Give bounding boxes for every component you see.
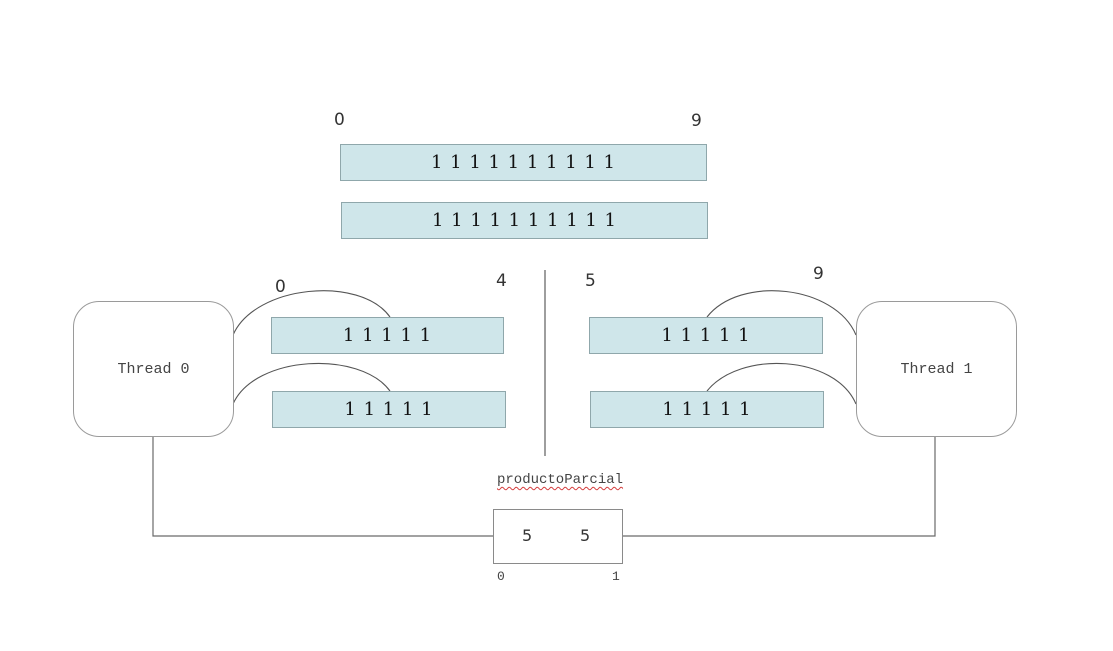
partial-product-cell-1: 5 (580, 526, 591, 545)
thread1-arc-bottom (706, 362, 857, 405)
full-array-index-end: 9 (691, 111, 702, 131)
thread1-to-result-line (622, 437, 936, 537)
partial-product-index-0: 0 (497, 569, 505, 584)
vector-a-full: 1 1 1 1 1 1 1 1 1 1 (340, 144, 707, 181)
thread1-segment-b: 1 1 1 1 1 (590, 391, 824, 428)
thread0-to-result-line (152, 437, 493, 537)
thread1-index-start: 5 (585, 271, 596, 291)
thread0-segment-a: 1 1 1 1 1 (271, 317, 504, 354)
thread1-arc-top (706, 290, 857, 336)
vector-b-full: 1 1 1 1 1 1 1 1 1 1 (341, 202, 708, 239)
full-array-index-start: 0 (334, 110, 345, 130)
partial-product-array: 5 5 (493, 509, 623, 564)
thread0-arc-top (232, 290, 391, 336)
partial-product-label: productoParcial (497, 472, 624, 488)
thread1-segment-a: 1 1 1 1 1 (589, 317, 823, 354)
thread0-index-start: 0 (275, 277, 286, 297)
partial-product-index-1: 1 (612, 569, 620, 584)
thread0-index-end: 4 (496, 271, 507, 291)
thread-1-box: Thread 1 (856, 301, 1017, 437)
thread0-arc-bottom (232, 362, 391, 405)
thread0-segment-b: 1 1 1 1 1 (272, 391, 506, 428)
partial-product-cell-0: 5 (522, 526, 533, 545)
thread1-index-end: 9 (813, 264, 824, 284)
thread-0-box: Thread 0 (73, 301, 234, 437)
